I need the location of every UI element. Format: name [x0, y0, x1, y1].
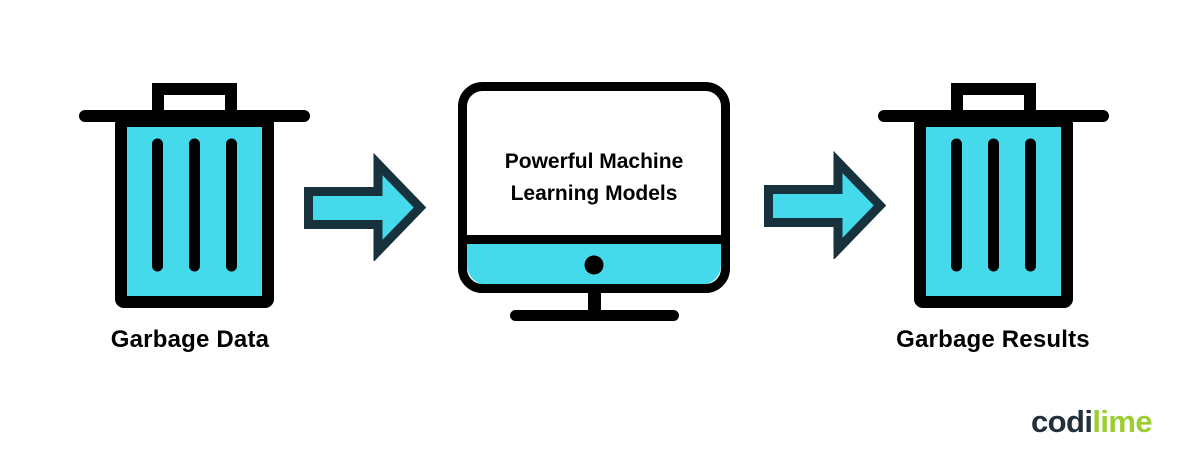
garbage-data-label: Garbage Data: [110, 326, 270, 353]
monitor-frame: [458, 82, 730, 293]
trash-can-icon: [878, 83, 1109, 308]
arrow-shape: [304, 153, 427, 261]
arrow-right-icon: [764, 151, 887, 259]
codilime-logo: codilime: [1031, 404, 1153, 440]
trash-handle: [951, 83, 1036, 116]
monitor-base: [510, 310, 679, 321]
arrow-shape: [764, 151, 887, 259]
monitor-dot: [584, 255, 604, 275]
monitor-text: Powerful Machine Learning Models: [470, 146, 718, 210]
garbage-results-label: Garbage Results: [896, 326, 1090, 353]
codilime-logo-prefix: codi: [1031, 404, 1093, 439]
trash-can-icon: [79, 83, 310, 308]
codilime-logo-suffix: lime: [1092, 404, 1152, 439]
monitor-icon: [458, 82, 730, 321]
monitor-divider: [462, 235, 726, 244]
monitor-text-line1: Powerful Machine: [504, 150, 684, 173]
trash-handle: [152, 83, 237, 116]
monitor-text-line2: Learning Models: [510, 182, 678, 205]
arrow-right-icon: [304, 153, 427, 261]
